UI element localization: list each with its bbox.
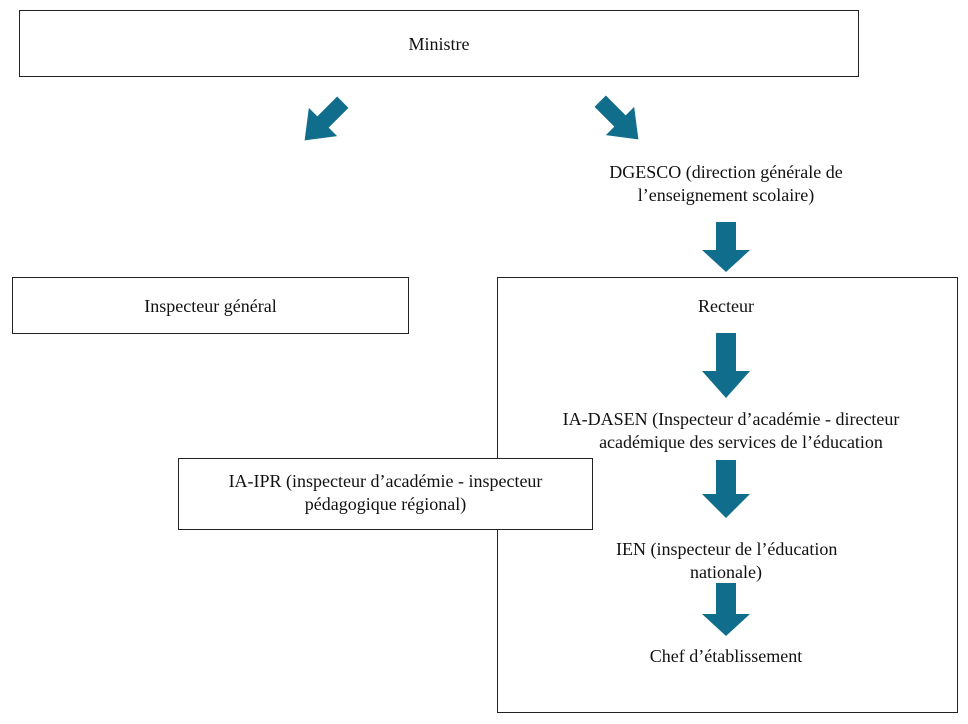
ia-ipr-label: IA-IPR (inspecteur d’académie - inspecte… (178, 470, 593, 516)
ia-dasen-line-2: académique des services de l’éducation (599, 432, 883, 452)
ministre-box (19, 10, 859, 77)
ia-ipr-line-2: pédagogique régional) (304, 494, 467, 514)
ia-dasen-label: IA-DASEN (Inspecteur d’académie - direct… (506, 408, 956, 454)
arrow-dgesco-to-recteur (702, 222, 750, 272)
dgesco-line-1: DGESCO (direction générale de (609, 162, 843, 182)
ien-line-2: nationale) (690, 562, 762, 582)
inspecteur-general-box (12, 277, 409, 334)
ministre-label: Ministre (408, 34, 470, 54)
ia-dasen-line-1: IA-DASEN (Inspecteur d’académie - direct… (562, 409, 900, 429)
arrow-down-right (594, 95, 639, 140)
dgesco-label: DGESCO (direction générale de l’enseigne… (526, 161, 926, 207)
chef-label: Chef d’établissement (649, 646, 803, 666)
ien-label: IEN (inspecteur de l’éducation nationale… (616, 538, 838, 584)
arrow-ia-dasen-to-ien (702, 460, 750, 518)
arrow-recteur-to-ia-dasen (702, 333, 750, 398)
inspecteur-general-label: Inspecteur général (144, 296, 277, 316)
recteur-label: Recteur (698, 296, 754, 316)
arrow-down-left (304, 96, 349, 141)
ia-ipr-box (178, 458, 593, 530)
dgesco-line-2: l’enseignement scolaire) (637, 185, 815, 205)
ien-line-1: IEN (inspecteur de l’éducation (616, 539, 838, 559)
arrow-ien-to-chef (702, 583, 750, 636)
ia-ipr-line-1: IA-IPR (inspecteur d’académie - inspecte… (228, 471, 543, 491)
